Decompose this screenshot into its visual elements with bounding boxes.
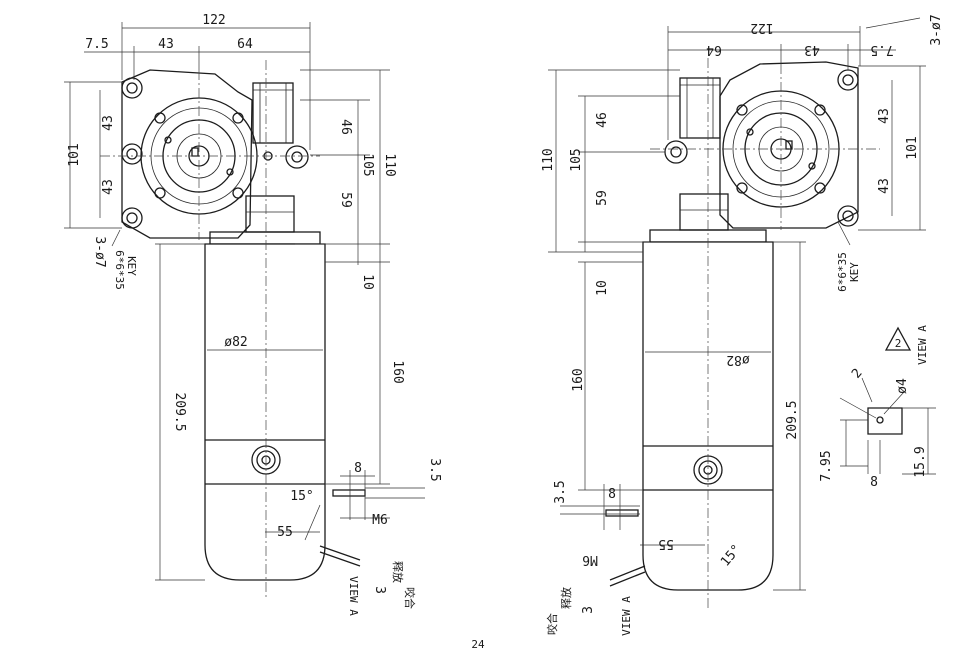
right-dim-122: 122 bbox=[750, 20, 773, 35]
page-number: 24 bbox=[471, 638, 485, 651]
right-view-a-label: VIEW A bbox=[620, 596, 633, 636]
right-dim-43-top: 43 bbox=[804, 42, 820, 57]
right-dim-46: 46 bbox=[595, 112, 610, 128]
left-engage-label: 咬合 bbox=[403, 587, 417, 609]
right-dim-7-5: 7.5 bbox=[870, 42, 893, 57]
detail-view-label: VIEW A bbox=[916, 325, 929, 365]
right-dim-10: 10 bbox=[595, 280, 610, 296]
right-dim-64: 64 bbox=[706, 42, 722, 57]
right-dim-3: 3 bbox=[581, 606, 596, 614]
right-key-word: KEY bbox=[848, 262, 861, 282]
left-dim-3: 3 bbox=[372, 586, 387, 594]
left-view: 122 7.5 43 64 101 43 43 46 105 110 59 10… bbox=[64, 13, 442, 616]
left-dim-m6: M6 bbox=[372, 513, 388, 528]
right-dim-8: 8 bbox=[608, 487, 616, 502]
left-dim-59: 59 bbox=[338, 192, 353, 208]
detail-dim-15-9: 15.9 bbox=[913, 446, 928, 477]
left-holes-label: 3-ø7 bbox=[92, 236, 107, 267]
right-dim-m6: M6 bbox=[582, 552, 598, 567]
left-dim-55: 55 bbox=[277, 525, 293, 540]
left-dim-43-upper: 43 bbox=[101, 115, 116, 131]
detail-dim-diameter-4: ø4 bbox=[895, 378, 910, 394]
right-dim-209-5: 209.5 bbox=[785, 400, 800, 439]
right-dim-59: 59 bbox=[595, 190, 610, 206]
left-dim-101: 101 bbox=[67, 143, 82, 166]
detail-marker: 2 bbox=[895, 337, 902, 350]
left-dim-7-5: 7.5 bbox=[85, 37, 108, 52]
right-dim-43-upper: 43 bbox=[877, 108, 892, 124]
right-engage-label: 咬合 bbox=[545, 613, 559, 635]
right-dim-43-lower: 43 bbox=[877, 178, 892, 194]
right-view: 122 64 43 7.5 3-ø7 110 105 46 59 10 43 4… bbox=[541, 14, 944, 636]
right-dim-160: 160 bbox=[571, 368, 586, 391]
left-dim-46: 46 bbox=[338, 119, 353, 135]
right-dim-110: 110 bbox=[541, 148, 556, 171]
left-view-a-label: VIEW A bbox=[347, 576, 360, 616]
left-dim-160: 160 bbox=[390, 360, 405, 383]
detail-dim-2: 2 bbox=[849, 366, 866, 382]
right-release-label: 释放 bbox=[559, 587, 573, 609]
left-dim-8: 8 bbox=[354, 461, 362, 476]
right-key-size: 6*6*35 bbox=[836, 252, 849, 292]
left-dim-105: 105 bbox=[360, 153, 375, 176]
left-release-label: 释放 bbox=[391, 561, 405, 583]
detail-dim-8: 8 bbox=[870, 475, 878, 490]
detail-dim-7-95: 7.95 bbox=[819, 450, 834, 481]
left-dim-15-deg: 15° bbox=[290, 489, 313, 504]
right-dim-101: 101 bbox=[905, 136, 920, 159]
right-dim-3-5: 3.5 bbox=[553, 480, 568, 503]
right-holes-label: 3-ø7 bbox=[929, 14, 944, 45]
left-dim-209-5: 209.5 bbox=[172, 392, 187, 431]
left-dim-64: 64 bbox=[237, 37, 253, 52]
right-dim-diameter-82: ø82 bbox=[726, 352, 749, 367]
left-dim-43-lower: 43 bbox=[101, 179, 116, 195]
left-key-size: 6*6*35 bbox=[113, 250, 126, 290]
right-dim-55: 55 bbox=[658, 536, 674, 551]
left-dim-110: 110 bbox=[382, 153, 397, 176]
detail-view-a: 2 VIEW A 2 ø4 7.95 8 15.9 bbox=[819, 325, 936, 490]
left-key-word: KEY bbox=[125, 256, 138, 276]
left-dim-diameter-82: ø82 bbox=[224, 335, 247, 350]
left-dim-43-top: 43 bbox=[158, 37, 174, 52]
right-dim-105: 105 bbox=[569, 148, 584, 171]
left-dim-3-5: 3.5 bbox=[427, 458, 442, 481]
left-dim-10: 10 bbox=[360, 274, 375, 290]
left-dim-122: 122 bbox=[202, 13, 225, 28]
